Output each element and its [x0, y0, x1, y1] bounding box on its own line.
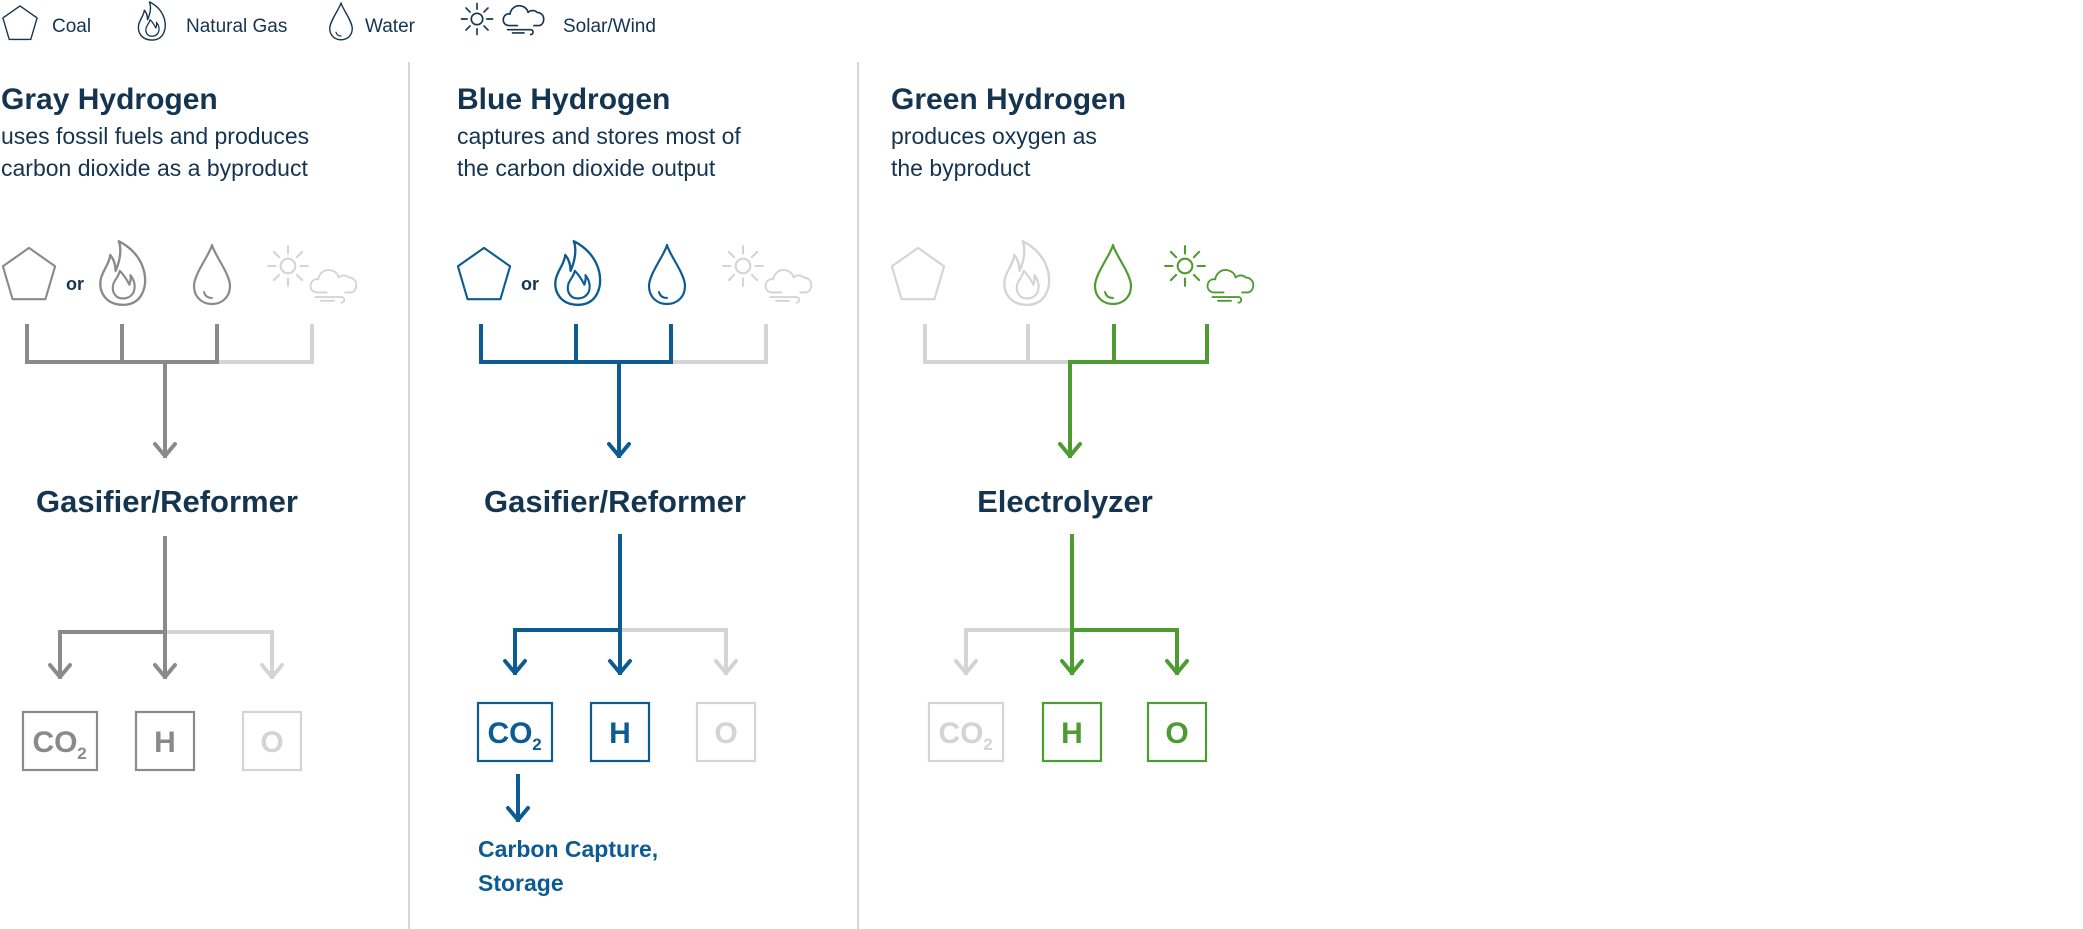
process-label: Electrolyzer — [977, 484, 1153, 519]
output-box-label: O — [1165, 717, 1188, 750]
natural-gas-icon — [554, 239, 602, 307]
output-box-o: O — [1146, 701, 1208, 763]
water-icon — [329, 2, 353, 41]
arrow-head — [506, 806, 530, 822]
output-box-h: H — [134, 710, 196, 772]
legend-label-natural-gas: Natural Gas — [186, 16, 287, 37]
wind-cloud-icon — [309, 269, 358, 304]
arrow-head — [1058, 442, 1082, 458]
panel-description-line: carbon dioxide as a byproduct — [1, 155, 308, 181]
output-box-o: O — [241, 710, 303, 772]
output-box-label: H — [609, 717, 631, 750]
sun-icon — [722, 245, 764, 287]
output-box-frame — [134, 710, 196, 772]
panel-description-line: uses fossil fuels and produces — [1, 123, 309, 149]
water-icon — [647, 243, 687, 306]
output-box-frame — [927, 701, 1005, 763]
output-box-frame — [476, 701, 554, 763]
panel-green-hydrogen: Green Hydrogen produces oxygen as the bypr… — [890, 83, 1255, 763]
natural-gas-icon — [137, 1, 167, 41]
output-box-h: H — [589, 701, 651, 763]
panel-title: Green Hydrogen — [891, 83, 1126, 116]
output-box-frame — [1041, 701, 1103, 763]
output-box-h: H — [1041, 701, 1103, 763]
panel-description-line: captures and stores most of — [457, 123, 741, 149]
panel-description-line: the carbon dioxide output — [457, 155, 716, 181]
output-box-o: O — [695, 701, 757, 763]
output-box-frame — [241, 710, 303, 772]
carbon-capture-label-line: Carbon Capture, — [478, 836, 658, 862]
sun-icon — [1164, 245, 1206, 287]
output-box-frame — [1146, 701, 1208, 763]
wind-cloud-icon — [1206, 269, 1255, 304]
natural-gas-icon — [99, 239, 147, 307]
output-box-subscript: 2 — [77, 744, 86, 763]
output-box-label: CO — [33, 726, 78, 759]
arrow-head — [954, 659, 978, 675]
process-label: Gasifier/Reformer — [36, 484, 298, 519]
water-icon — [1093, 243, 1133, 306]
legend-label-coal: Coal — [52, 16, 91, 37]
coal-icon — [456, 246, 512, 301]
carbon-capture-label-line: Storage — [478, 870, 564, 896]
output-box-label: O — [714, 717, 737, 750]
legend-solar-wind: Solar/Wind — [460, 2, 656, 37]
arrow-head — [48, 663, 72, 679]
legend-water: Water — [329, 2, 416, 41]
coal-icon — [890, 246, 946, 301]
panel-title: Gray Hydrogen — [1, 83, 218, 116]
arrow-head — [1060, 659, 1084, 675]
panels: Gray Hydrogen uses fossil fuels and produ… — [1, 83, 1255, 896]
output-box-frame — [695, 701, 757, 763]
output-box-subscript: 2 — [532, 735, 541, 754]
coal-icon — [2, 5, 38, 41]
water-icon — [192, 243, 232, 306]
arrow-head — [1165, 659, 1189, 675]
output-box-label: H — [1061, 717, 1083, 750]
panel-description-line: the byproduct — [891, 155, 1031, 181]
arrow-head — [608, 659, 632, 675]
arrow-head — [607, 442, 631, 458]
or-label: or — [521, 274, 539, 294]
legend: Coal Natural Gas Water Solar/Wind — [2, 1, 656, 41]
output-box-subscript: 2 — [983, 735, 992, 754]
arrow-head — [260, 663, 284, 679]
coal-icon — [1, 246, 57, 301]
legend-label-solar-wind: Solar/Wind — [563, 16, 656, 37]
output-box-frame — [21, 710, 99, 772]
panel-title: Blue Hydrogen — [457, 83, 670, 116]
legend-coal: Coal — [2, 5, 91, 41]
output-box-frame — [589, 701, 651, 763]
panel-gray-hydrogen: Gray Hydrogen uses fossil fuels and produ… — [1, 83, 358, 772]
natural-gas-icon — [1003, 239, 1051, 307]
output-box-label: H — [154, 726, 176, 759]
legend-label-water: Water — [365, 16, 416, 37]
sun-icon — [267, 245, 309, 287]
panel-description-line: produces oxygen as — [891, 123, 1097, 149]
legend-natural-gas: Natural Gas — [137, 1, 287, 41]
solar-wind-icon — [460, 2, 545, 36]
arrow-head — [153, 442, 177, 458]
arrow-head — [714, 659, 738, 675]
arrow-head — [503, 659, 527, 675]
or-label: or — [66, 274, 84, 294]
output-box-label: O — [260, 726, 283, 759]
process-label: Gasifier/Reformer — [484, 484, 746, 519]
wind-cloud-icon — [764, 269, 813, 304]
panel-blue-hydrogen: Blue Hydrogen captures and stores most of… — [456, 83, 813, 896]
output-box-label: CO — [939, 717, 984, 750]
output-box-label: CO — [488, 717, 533, 750]
arrow-head — [153, 663, 177, 679]
